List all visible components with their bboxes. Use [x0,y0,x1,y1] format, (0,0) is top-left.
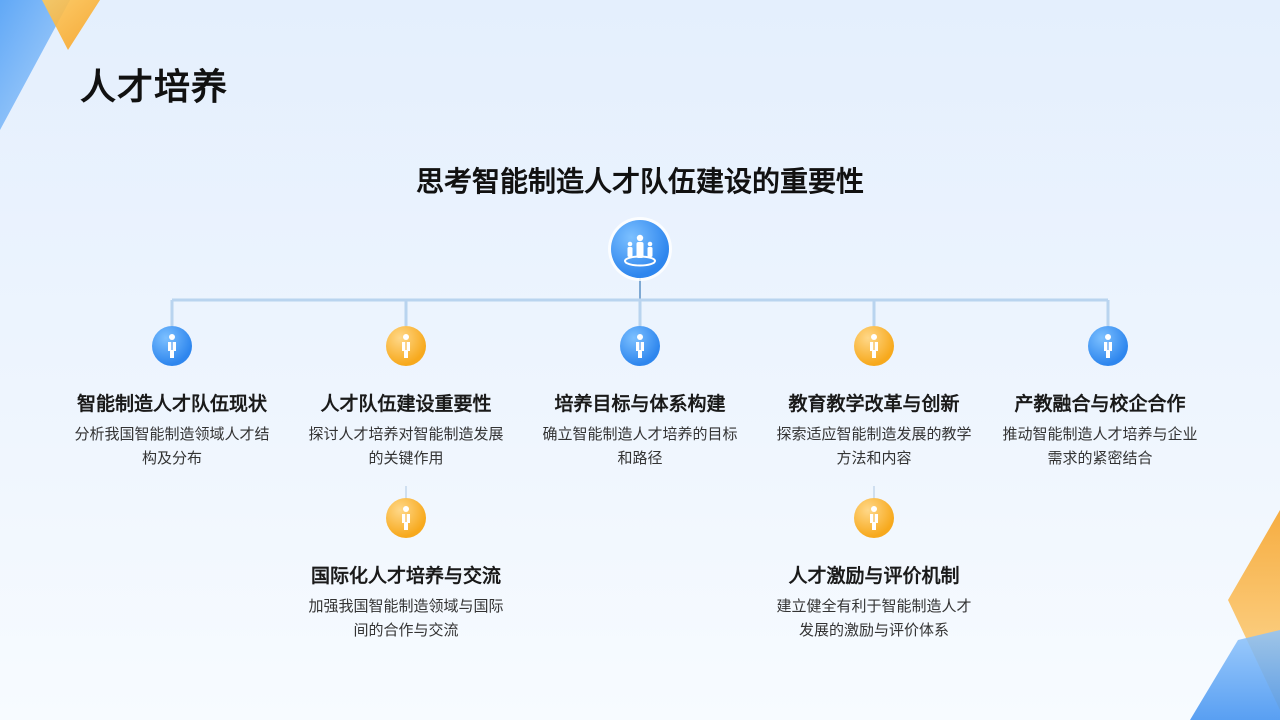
sub-node-2-desc: 建立健全有利于智能制造人才发展的激励与评价体系 [776,597,972,639]
person-icon [870,506,878,530]
node-1-desc: 分析我国智能制造领域人才结构及分布 [74,425,270,467]
node-1-title: 智能制造人才队伍现状 [76,393,267,415]
sub-node-2-title: 人才激励与评价机制 [788,565,960,587]
person-icon [1104,334,1112,358]
node-5-icon [1088,326,1128,366]
node-2-title: 人才队伍建设重要性 [320,393,492,415]
node-3-desc: 确立智能制造人才培养的目标和路径 [542,425,738,467]
diagram-subtitle: 思考智能制造人才队伍建设的重要性 [415,165,864,198]
node-4-icon [854,326,894,366]
person-icon [402,334,410,358]
node-1-icon [152,326,192,366]
node-4-desc: 探索适应智能制造发展的教学方法和内容 [776,425,972,467]
person-icon [402,506,410,530]
corner-decoration-bottom-right [1190,510,1280,720]
page-title: 人才培养 [80,67,229,108]
node-3-icon [620,326,660,366]
root-node-icon [611,220,669,278]
node-5-title: 产教融合与校企合作 [1014,393,1186,415]
sub-node-1-icon [386,498,426,538]
team-people-icon [624,234,656,267]
node-2-icon [386,326,426,366]
node-2-desc: 探讨人才培养对智能制造发展的关键作用 [308,425,504,467]
person-icon [636,334,644,358]
sub-node-1-title: 国际化人才培养与交流 [310,565,501,587]
node-5-desc: 推动智能制造人才培养与企业需求的紧密结合 [1002,425,1198,467]
corner-decoration-top-left [0,0,100,130]
person-icon [870,334,878,358]
person-icon [168,334,176,358]
node-3-title: 培养目标与体系构建 [554,393,726,415]
node-4-title: 教育教学改革与创新 [788,393,960,415]
sub-node-2-icon [854,498,894,538]
sub-node-1-desc: 加强我国智能制造领域与国际间的合作与交流 [308,597,504,639]
